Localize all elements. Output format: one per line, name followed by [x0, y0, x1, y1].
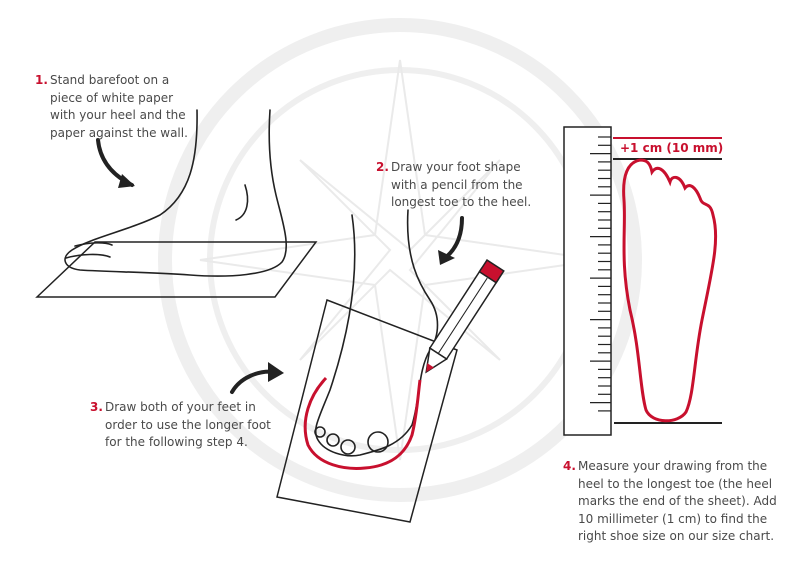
arrow-3-head — [268, 362, 284, 382]
step-2: 2. Draw your foot shape with a pencil fr… — [376, 159, 532, 212]
ruler — [563, 126, 612, 436]
paper-sheet-1 — [35, 241, 318, 298]
step-text-line: 10 millimeter (1 cm) to find the — [578, 511, 768, 526]
step-text-line: paper against the wall. — [50, 125, 188, 140]
step-text-line: order to use the longer foot — [105, 417, 271, 432]
step-text-line: Stand barefoot on a — [50, 73, 170, 87]
step-text-line: heel to the longest toe (the heel — [578, 476, 773, 491]
step-text-line: Measure your drawing from the — [578, 459, 768, 473]
compass-star-watermark — [199, 59, 601, 461]
side-foot-drawing — [64, 109, 288, 277]
arrow-1-head — [118, 174, 135, 188]
step-text-line: right shoe size on our size chart. — [578, 529, 775, 543]
step-text-line: with your heel and the — [50, 108, 186, 122]
step-number: 4. — [563, 459, 576, 473]
pencil-icon — [425, 259, 505, 374]
foot-outline-measured — [622, 158, 718, 423]
step-number: 3. — [90, 400, 103, 414]
foot-trace-outline — [303, 376, 422, 470]
arrow-1 — [96, 138, 134, 187]
arrow-2-head — [438, 250, 455, 265]
top-foot-drawing — [314, 209, 439, 457]
step-text-line: Draw your foot shape — [391, 160, 521, 174]
step-text-line: for the following step 4. — [105, 435, 248, 449]
step-text-line: piece of white paper — [50, 90, 174, 105]
paper-sheet-2 — [276, 298, 458, 523]
step-4: 4. Measure your drawing from the heel to… — [563, 458, 777, 546]
step-number: 2. — [376, 160, 389, 174]
ruler-extra-label: +1 cm (10 mm) — [620, 141, 724, 155]
step-text-line: marks the end of the sheet). Add — [578, 494, 777, 508]
step-number: 1. — [35, 73, 48, 87]
step-text-line: Draw both of your feet in — [105, 400, 256, 414]
step-text-line: longest toe to the heel. — [391, 195, 532, 209]
step-text-line: with a pencil from the — [391, 177, 523, 192]
step-1: 1. Stand barefoot on a piece of white pa… — [35, 72, 188, 142]
step-3: 3. Draw both of your feet in order to us… — [90, 399, 271, 452]
